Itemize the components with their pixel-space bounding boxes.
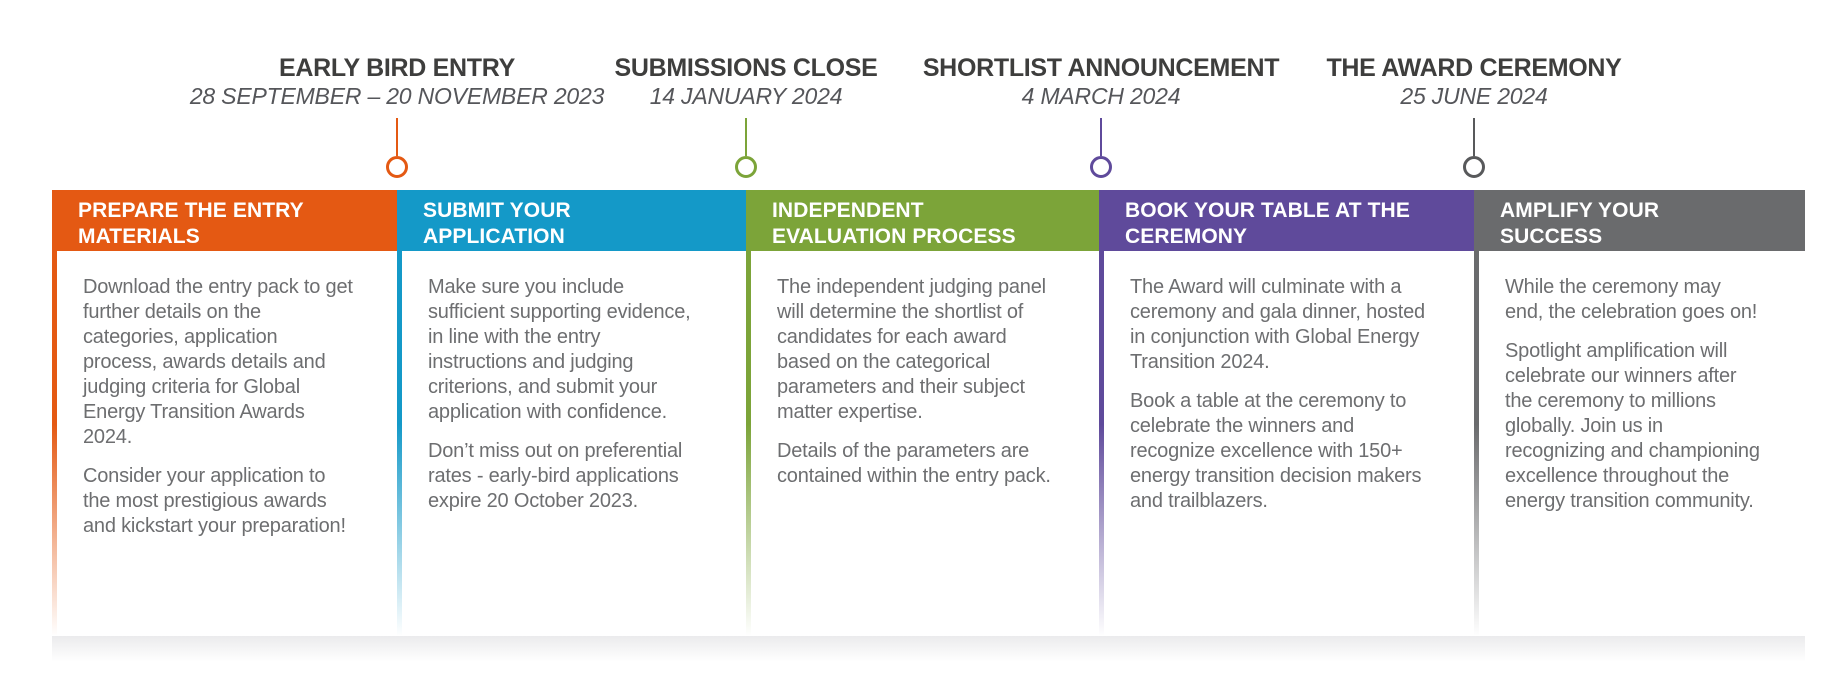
stage-column-amplify-success: AMPLIFY YOUR SUCCESS While the ceremony … xyxy=(1474,190,1805,662)
milestone-title: SHORTLIST ANNOUNCEMENT xyxy=(922,54,1280,82)
milestone-date: 28 SEPTEMBER – 20 NOVEMBER 2023 xyxy=(189,83,605,109)
column-bottom-shadow xyxy=(1474,636,1805,662)
milestone-date: 25 JUNE 2024 xyxy=(1400,83,1548,109)
stage-header: INDEPENDENT EVALUATION PROCESS xyxy=(746,190,1099,251)
stage-body: Download the entry pack to get further d… xyxy=(52,251,397,539)
milestone-connector-line xyxy=(745,118,747,156)
stage-header-line1: PREPARE THE ENTRY xyxy=(78,199,304,222)
stage-header-line2: EVALUATION PROCESS xyxy=(772,225,1016,248)
stage-header-line1: BOOK YOUR TABLE AT THE xyxy=(1125,199,1410,222)
column-bottom-shadow xyxy=(1099,636,1474,662)
stage-header-line1: AMPLIFY YOUR xyxy=(1500,199,1660,222)
stage-paragraph-2: Spotlight amplification will celebrate o… xyxy=(1505,340,1760,512)
milestone-connector-line xyxy=(1100,118,1102,156)
stage-header: SUBMIT YOUR APPLICATION xyxy=(397,190,746,251)
column-accent-edge xyxy=(746,251,751,636)
column-bottom-shadow xyxy=(397,636,746,662)
milestone-marker-circle-icon xyxy=(1090,156,1112,178)
stage-paragraph-2: Consider your application to the most pr… xyxy=(83,465,346,537)
stage-paragraph-1: The independent judging panel will deter… xyxy=(777,276,1046,423)
milestone-title: SUBMISSIONS CLOSE xyxy=(614,54,878,82)
milestone-shortlist-announcement: SHORTLIST ANNOUNCEMENT 4 MARCH 2024 xyxy=(841,54,1361,110)
milestone-date: 4 MARCH 2024 xyxy=(1021,83,1181,109)
column-accent-edge xyxy=(1474,251,1479,636)
milestone-date: 14 JANUARY 2024 xyxy=(649,83,843,109)
stage-column-independent-evaluation: INDEPENDENT EVALUATION PROCESS The indep… xyxy=(746,190,1099,662)
milestone-submissions-close: SUBMISSIONS CLOSE 14 JANUARY 2024 xyxy=(486,54,1006,110)
stage-paragraph-2: Don’t miss out on preferential rates - e… xyxy=(428,440,683,512)
stage-column-prepare-entry-materials: PREPARE THE ENTRY MATERIALS Download the… xyxy=(52,190,397,662)
stage-paragraph-2: Book a table at the ceremony to celebrat… xyxy=(1130,390,1422,512)
milestone-marker-circle-icon xyxy=(386,156,408,178)
stage-paragraph-1: The Award will culminate with a ceremony… xyxy=(1130,276,1425,373)
stage-column-submit-application: SUBMIT YOUR APPLICATION Make sure you in… xyxy=(397,190,746,662)
milestone-title: THE AWARD CEREMONY xyxy=(1326,54,1622,82)
stage-header: BOOK YOUR TABLE AT THE CEREMONY xyxy=(1099,190,1474,251)
stage-body: While the ceremony may end, the celebrat… xyxy=(1474,251,1805,514)
stage-body: The independent judging panel will deter… xyxy=(746,251,1099,489)
milestone-marker-circle-icon xyxy=(735,156,757,178)
stage-body: The Award will culminate with a ceremony… xyxy=(1099,251,1474,514)
stage-header-line2: SUCCESS xyxy=(1500,225,1603,248)
stage-header-line2: APPLICATION xyxy=(423,225,565,248)
stage-header-line2: MATERIALS xyxy=(78,225,200,248)
column-accent-edge xyxy=(397,251,402,636)
milestone-connector-line xyxy=(396,118,398,156)
milestone-award-ceremony: THE AWARD CEREMONY 25 JUNE 2024 xyxy=(1214,54,1734,110)
column-bottom-shadow xyxy=(746,636,1099,662)
stage-header-line1: INDEPENDENT xyxy=(772,199,924,222)
milestone-marker-circle-icon xyxy=(1463,156,1485,178)
stage-column-book-your-table: BOOK YOUR TABLE AT THE CEREMONY The Awar… xyxy=(1099,190,1474,662)
stage-paragraph-1: Download the entry pack to get further d… xyxy=(83,276,353,448)
column-bottom-shadow xyxy=(52,636,397,662)
column-accent-edge xyxy=(1099,251,1104,636)
stage-paragraph-2: Details of the parameters are contained … xyxy=(777,440,1051,487)
milestone-early-bird-entry: EARLY BIRD ENTRY 28 SEPTEMBER – 20 NOVEM… xyxy=(137,54,657,110)
stage-paragraph-1: While the ceremony may end, the celebrat… xyxy=(1505,276,1758,323)
stage-header: PREPARE THE ENTRY MATERIALS xyxy=(52,190,397,251)
stage-header: AMPLIFY YOUR SUCCESS xyxy=(1474,190,1805,251)
column-accent-edge xyxy=(52,251,57,636)
stage-header-line1: SUBMIT YOUR xyxy=(423,199,571,222)
milestone-title: EARLY BIRD ENTRY xyxy=(279,54,515,82)
stage-paragraph-1: Make sure you include sufficient support… xyxy=(428,276,691,423)
stage-header-line2: CEREMONY xyxy=(1125,225,1248,248)
stage-body: Make sure you include sufficient support… xyxy=(397,251,746,514)
milestone-connector-line xyxy=(1473,118,1475,156)
